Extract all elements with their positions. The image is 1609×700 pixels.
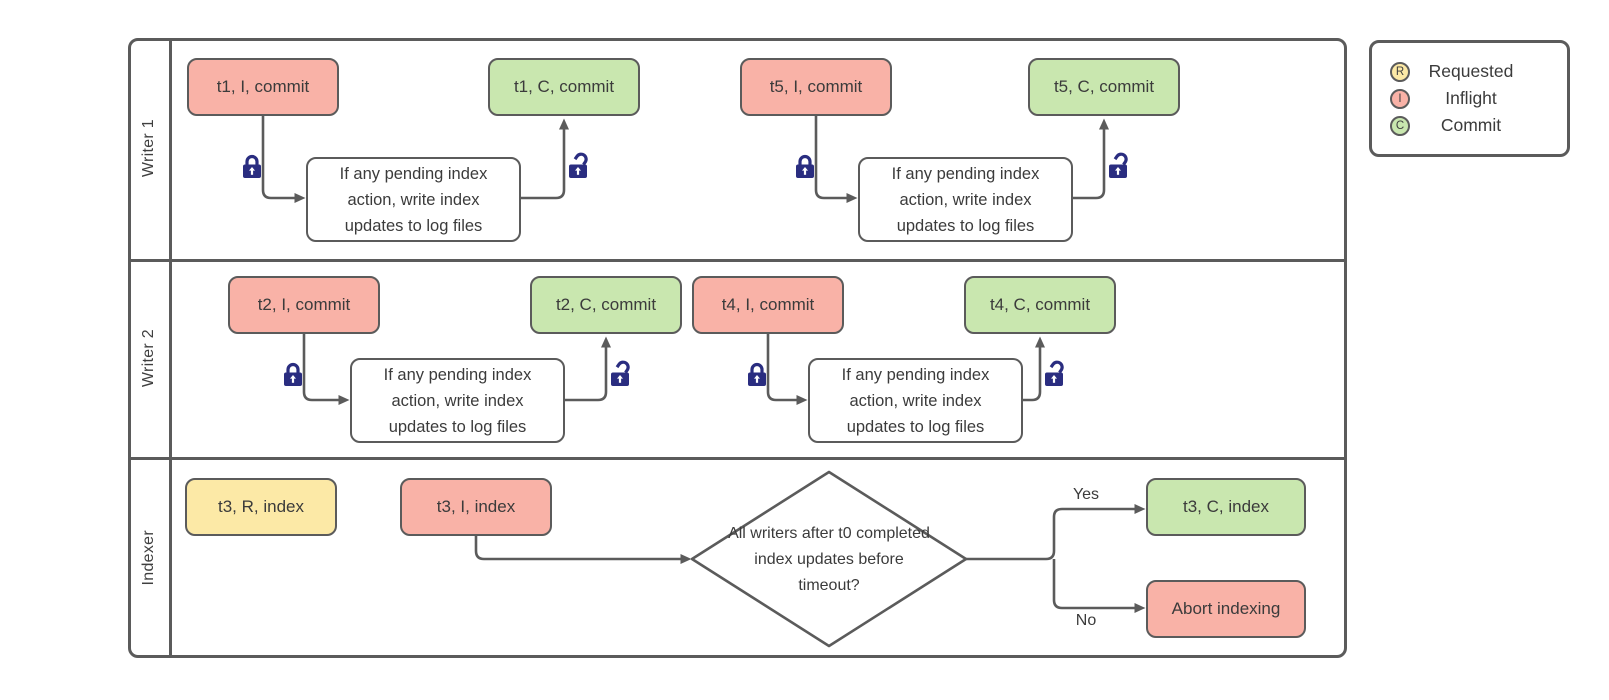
legend-item-requested: R Requested bbox=[1372, 58, 1567, 85]
legend-item-inflight: I Inflight bbox=[1372, 85, 1567, 112]
yes-label: Yes bbox=[1072, 486, 1100, 503]
state-node-label: t4, I, commit bbox=[721, 295, 815, 314]
action-node-t2: If any pending index action, write index… bbox=[350, 358, 565, 443]
state-node-label: Abort indexing bbox=[1171, 599, 1281, 618]
closed-lock-icon bbox=[240, 152, 264, 180]
lane-divider-1 bbox=[128, 259, 1347, 262]
action-node-label: If any pending index action, write index… bbox=[891, 164, 1040, 235]
legend-label: Inflight bbox=[1445, 88, 1497, 108]
state-node-label: t2, I, commit bbox=[257, 295, 351, 314]
lane-label-writer1: Writer 1 bbox=[140, 119, 157, 178]
inflight-state-icon: I bbox=[1390, 88, 1410, 109]
state-node-t2-inflight: t2, I, commit bbox=[228, 276, 380, 334]
abort-indexing-node: Abort indexing bbox=[1146, 580, 1306, 638]
action-node-label: If any pending index action, write index… bbox=[383, 365, 532, 436]
state-node-label: t1, C, commit bbox=[513, 77, 615, 96]
state-node-label: t5, C, commit bbox=[1053, 77, 1155, 96]
state-node-label: t5, I, commit bbox=[769, 77, 863, 96]
lane-label-column-divider bbox=[169, 38, 172, 658]
action-node-t5: If any pending index action, write index… bbox=[858, 157, 1073, 242]
lane-writer1: Writer 1 bbox=[128, 38, 170, 259]
state-node-t1-commit: t1, C, commit bbox=[488, 58, 640, 116]
connector-decision-no bbox=[1052, 559, 1146, 613]
action-node-t1: If any pending index action, write index… bbox=[306, 157, 521, 242]
lane-indexer: Indexer bbox=[128, 457, 170, 658]
closed-lock-icon bbox=[793, 152, 817, 180]
state-node-t3-commit: t3, C, index bbox=[1146, 478, 1306, 536]
swimlane-frame bbox=[128, 38, 1347, 658]
legend-label: Requested bbox=[1428, 61, 1514, 81]
action-node-label: If any pending index action, write index… bbox=[841, 365, 990, 436]
state-node-t5-commit: t5, C, commit bbox=[1028, 58, 1180, 116]
action-node-label: If any pending index action, write index… bbox=[339, 164, 488, 235]
decision-node bbox=[690, 470, 968, 648]
decision-text: All writers after t0 completed index upd… bbox=[728, 525, 930, 594]
open-lock-icon bbox=[608, 360, 635, 388]
state-node-label: t3, I, index bbox=[436, 497, 516, 516]
state-node-t3-requested: t3, R, index bbox=[185, 478, 337, 536]
connector-t5-inflight-to-action bbox=[814, 116, 858, 203]
lane-divider-2 bbox=[128, 457, 1347, 460]
lane-label-indexer: Indexer bbox=[140, 529, 157, 586]
legend-label: Commit bbox=[1440, 115, 1502, 135]
connector-t5-action-to-commit bbox=[1073, 118, 1109, 200]
state-node-t1-inflight: t1, I, commit bbox=[187, 58, 339, 116]
connector-t2-action-to-commit bbox=[565, 336, 611, 402]
state-node-t4-inflight: t4, I, commit bbox=[692, 276, 844, 334]
state-node-label: t4, C, commit bbox=[989, 295, 1091, 314]
lane-label-writer2: Writer 2 bbox=[140, 328, 157, 388]
open-lock-icon bbox=[1106, 152, 1133, 180]
connector-t4-inflight-to-action bbox=[766, 334, 808, 405]
lane-writer2: Writer 2 bbox=[128, 259, 170, 457]
connector-t1-inflight-to-action bbox=[261, 116, 306, 203]
no-label: No bbox=[1075, 612, 1097, 629]
state-node-label: t3, R, index bbox=[218, 497, 304, 516]
closed-lock-icon bbox=[281, 360, 305, 388]
connector-t2-inflight-to-action bbox=[302, 334, 350, 405]
requested-state-icon: R bbox=[1390, 61, 1410, 82]
connector-decision-yes bbox=[966, 504, 1146, 561]
closed-lock-icon bbox=[745, 360, 769, 388]
state-node-label: t3, C, index bbox=[1183, 497, 1269, 516]
state-node-label: t2, C, commit bbox=[555, 295, 657, 314]
connector-t4-action-to-commit bbox=[1023, 336, 1045, 402]
open-lock-icon bbox=[566, 152, 593, 180]
commit-state-icon: C bbox=[1390, 115, 1410, 136]
state-node-t5-inflight: t5, I, commit bbox=[740, 58, 892, 116]
connector-t1-action-to-commit bbox=[521, 118, 569, 200]
state-node-t2-commit: t2, C, commit bbox=[530, 276, 682, 334]
state-node-t4-commit: t4, C, commit bbox=[964, 276, 1116, 334]
connector-t3-inflight-to-decision bbox=[474, 536, 692, 564]
legend: R Requested I Inflight C Commit bbox=[1369, 40, 1570, 157]
open-lock-icon bbox=[1042, 360, 1069, 388]
legend-item-commit: C Commit bbox=[1372, 112, 1567, 139]
state-node-label: t1, I, commit bbox=[216, 77, 310, 96]
state-node-t3-inflight: t3, I, index bbox=[400, 478, 552, 536]
action-node-t4: If any pending index action, write index… bbox=[808, 358, 1023, 443]
